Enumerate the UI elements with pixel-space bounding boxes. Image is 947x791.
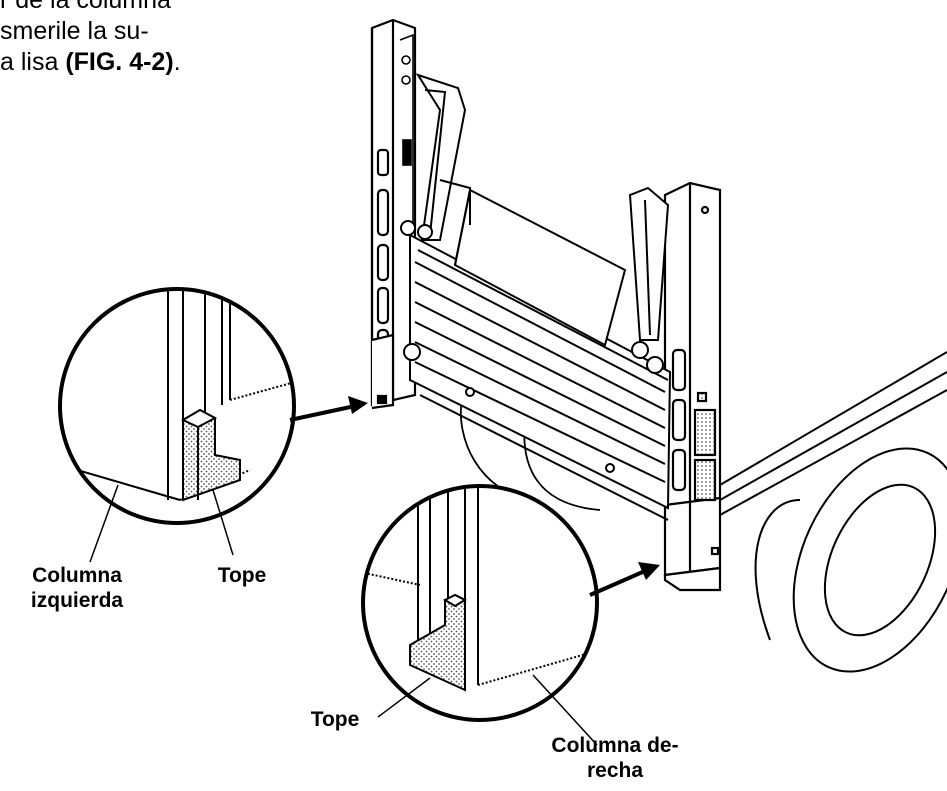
label-left-column-line-1: Columna bbox=[32, 564, 122, 587]
instruction-line-3-text: a lisa bbox=[0, 48, 66, 76]
label-right-column: Columna de- recha bbox=[530, 733, 700, 783]
liftgate-platform bbox=[409, 233, 672, 521]
arrow-to-left-column bbox=[289, 396, 368, 422]
instruction-line-3-end: . bbox=[173, 48, 181, 76]
platform-flipover bbox=[453, 188, 627, 347]
label-left-stop: Tope bbox=[202, 563, 282, 588]
right-detail-magnifier bbox=[361, 484, 599, 722]
label-right-stop: Tope bbox=[295, 707, 375, 732]
instruction-text: r de la columna smerile la su- a lisa (F… bbox=[0, 0, 300, 78]
label-left-stop-text: Tope bbox=[217, 564, 267, 587]
left-column-inner bbox=[399, 33, 414, 230]
figure-reference: (FIG. 4-2) bbox=[65, 48, 174, 76]
label-left-column-line-2: izquierda bbox=[30, 589, 124, 612]
truck-body bbox=[715, 351, 947, 561]
label-right-stop-text: Tope bbox=[310, 708, 360, 731]
instruction-line-1: r de la columna bbox=[0, 0, 171, 14]
label-right-column-line-1: Columna de- bbox=[551, 734, 679, 757]
lift-arms bbox=[400, 73, 670, 473]
arrow-to-right-column bbox=[589, 562, 660, 597]
left-detail-magnifier bbox=[58, 287, 296, 525]
leader-lines bbox=[89, 484, 598, 746]
left-column bbox=[370, 18, 417, 410]
instruction-line-3: a lisa (FIG. 4-2). bbox=[0, 47, 300, 78]
label-left-column: Columna izquierda bbox=[2, 563, 152, 613]
label-right-column-line-2: recha bbox=[586, 759, 644, 782]
truck-wheel bbox=[754, 447, 947, 673]
right-column bbox=[663, 181, 722, 592]
instruction-line-2: smerile la su- bbox=[0, 17, 149, 45]
